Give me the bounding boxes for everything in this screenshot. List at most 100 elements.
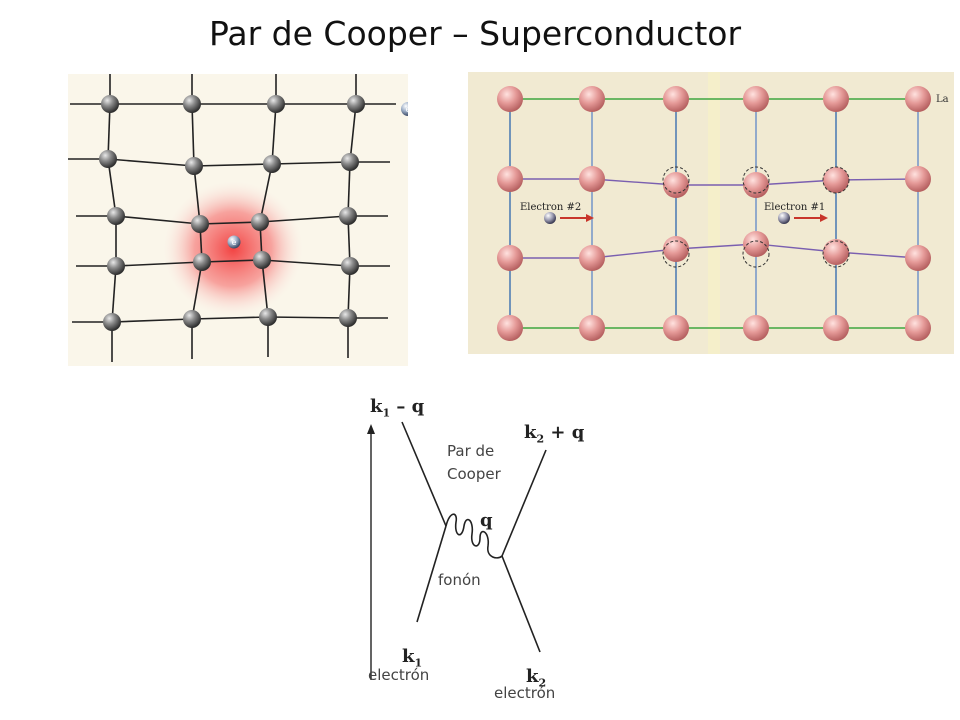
lattice-ion [905,315,931,341]
lattice-bond [259,215,349,223]
lattice-bond [259,163,273,223]
lattice-ion [341,257,359,275]
equilibrium-marker [742,240,770,268]
lattice-bond [271,161,351,165]
label-k2-plus-q: k2 + q [524,422,585,446]
lattice-ion [183,310,201,328]
lattice-ion [267,95,285,113]
lattice-ion [497,86,523,112]
lattice-ion [743,172,769,198]
lattice-ion [905,245,931,271]
lattice-ion [823,315,849,341]
lattice-bond [107,103,111,160]
lattice-ion [579,245,605,271]
lattice-ion [663,236,689,262]
lattice-ion [263,155,281,173]
label-q: q [480,510,493,531]
electron-1: Electron #1 [764,202,828,224]
lattice-ion [905,86,931,112]
lattice-bond [193,165,201,225]
lattice-bond [835,251,919,259]
lattice-bond [115,215,201,225]
label-electron-left: electrón [368,666,430,684]
lattice-bond [349,103,357,163]
lattice-bond [111,318,193,323]
lattice-ion [743,86,769,112]
svg-text:Electron #2: Electron #2 [520,202,581,213]
lattice-ion [823,239,849,265]
lattice-bond [115,261,203,267]
equilibrium-marker [662,240,690,268]
lattice-ion [339,309,357,327]
lattice-bond [591,178,677,186]
charge-glow [163,181,303,317]
feynman-diagram: k1 – q k2 + q q k1 k2 Par de Cooper fonó… [350,390,600,710]
electron-free: e [401,102,415,116]
lattice-ion [579,86,605,112]
label-k1: k1 [402,646,423,670]
lattice-ion [823,167,849,193]
lattice-bond [271,103,277,165]
lattice-ion [823,86,849,112]
lattice-ion [183,95,201,113]
lattice-ion [101,95,119,113]
lattice-bond [199,221,261,225]
label-electron-right: electrón [494,684,556,702]
electron2-outgoing [501,449,547,557]
lattice-ion [663,172,689,198]
svg-text:Electron #1: Electron #1 [764,202,825,213]
lattice-bond [107,158,195,167]
lattice-ion [663,315,689,341]
lattice-ion [103,313,121,331]
electron1-outgoing [401,421,447,527]
lattice-ion [497,166,523,192]
lattice-right-svg: Electron #2 Electron #1 La [497,72,949,354]
lattice-ion [107,207,125,225]
lattice-bond [191,316,269,320]
label-cooper-pair-line2: Cooper [447,465,501,483]
lattice-bond [267,316,349,319]
lattice-left-svg: e e [68,74,415,362]
label-k1-minus-q: k1 – q [370,396,425,420]
lattice-ion [579,315,605,341]
electron-trapped: e [227,235,241,249]
svg-text:e: e [406,105,408,114]
lattice-bond [755,179,837,186]
svg-text:e: e [232,238,237,247]
page-title: Par de Cooper – Superconductor [208,14,742,53]
lattice-bond [191,261,203,320]
lattice-ion [579,166,605,192]
lattice-ion [663,86,689,112]
lattice-bond [193,163,273,167]
lattice-ion [99,150,117,168]
lattice-bond [261,259,351,267]
lattice-ion [743,231,769,257]
lattice-bond [107,158,117,217]
lattice-ion [347,95,365,113]
lattice-ion [497,315,523,341]
lattice-distortion-image: e e [68,74,415,366]
phonon-line [445,513,503,559]
lattice-ion [253,251,271,269]
lattice-ion [107,257,125,275]
equilibrium-marker [822,240,850,268]
lattice-ion [191,215,209,233]
lattice-bond [261,259,269,318]
lattice-bond [835,178,919,181]
lattice-bond [675,243,757,250]
phonon-lattice-image: Electron #2 Electron #1 La [468,72,954,354]
lattice-ion [251,213,269,231]
equilibrium-marker [742,166,770,194]
lattice-bond [755,243,837,253]
label-cooper-pair-line1: Par de [447,442,495,460]
lattice-ion [497,245,523,271]
lattice-bond [191,103,195,167]
equilibrium-marker [822,166,850,194]
electron1-incoming [416,525,447,623]
feynman-svg [367,421,547,680]
equilibrium-marker [662,166,690,194]
label-phonon: fonón [438,571,481,589]
lattice-ion [193,253,211,271]
lattice-bond [111,265,117,323]
lattice-bond [591,248,677,259]
